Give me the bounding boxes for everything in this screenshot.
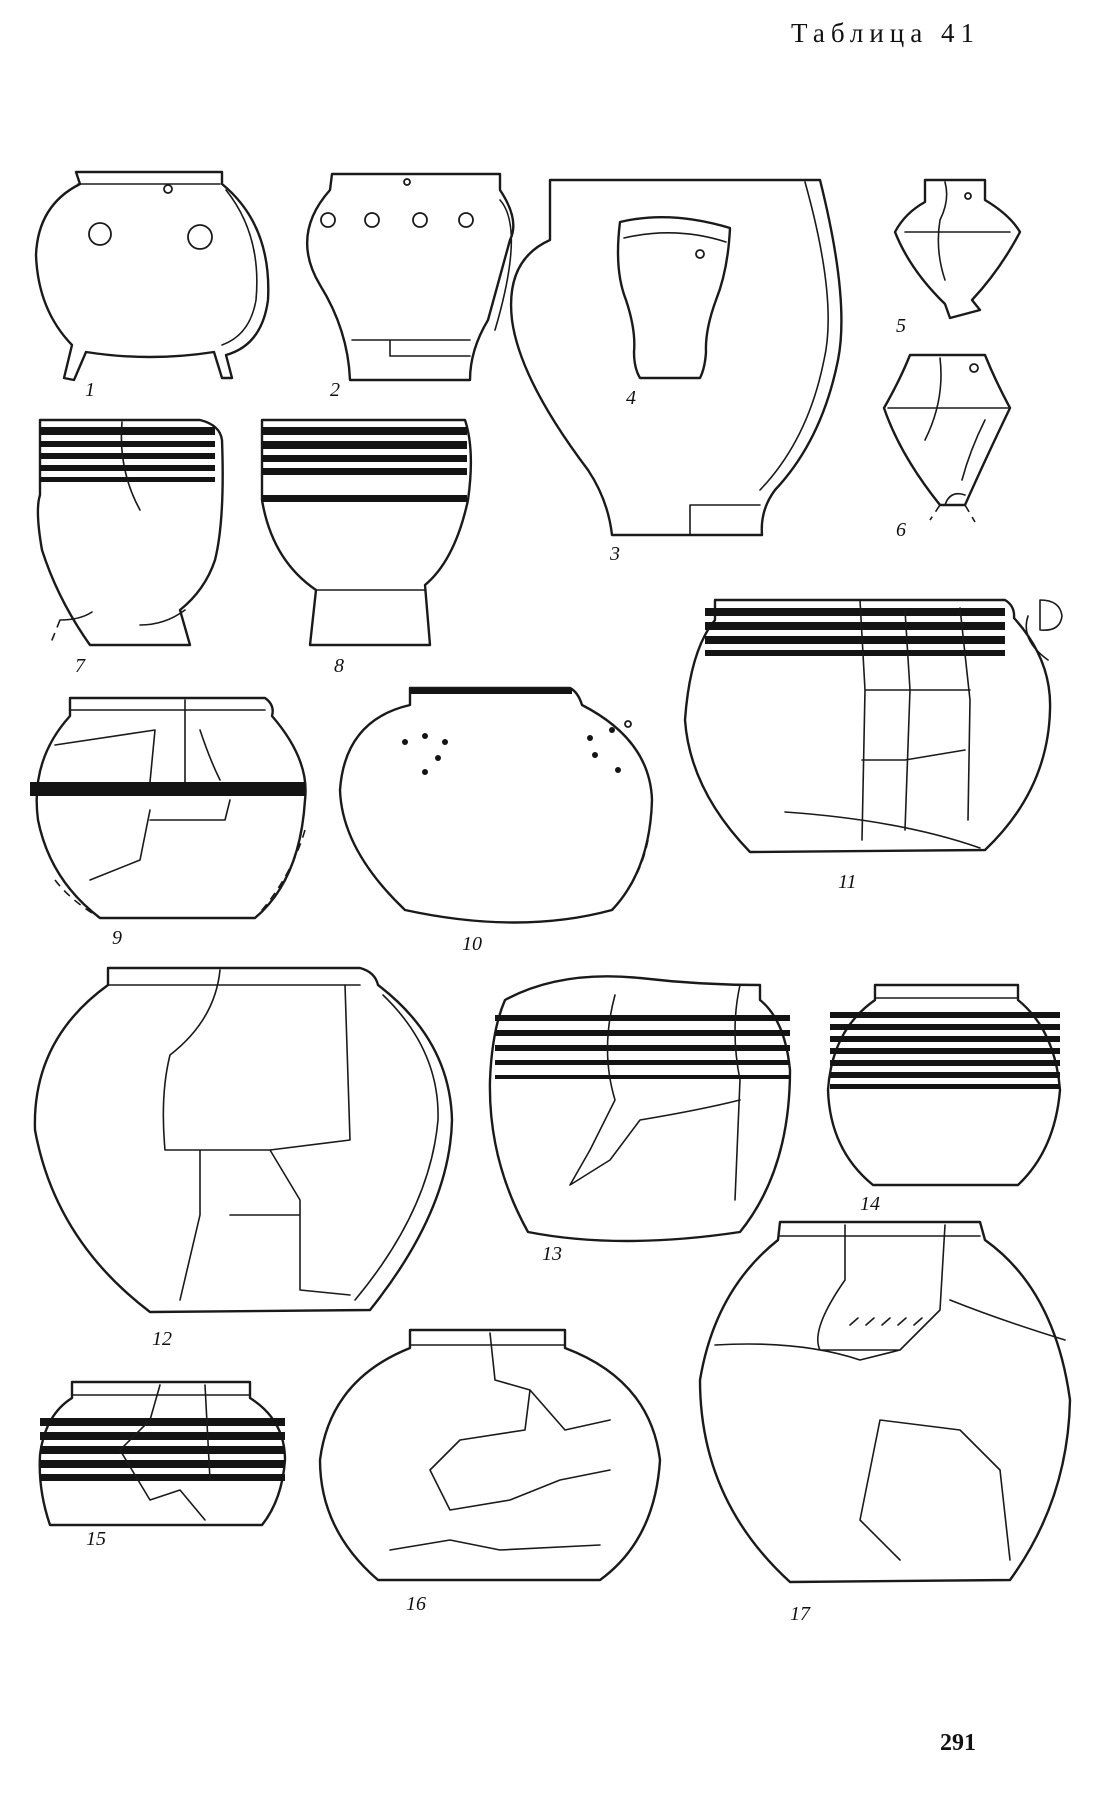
vessel-5-label: 5 (896, 315, 906, 337)
vessel-11-label: 11 (838, 871, 857, 893)
vessel-11-drawing: 11 (683, 598, 1063, 893)
vessel-6-drawing: 6 (882, 353, 1012, 541)
vessel-10-label: 10 (462, 933, 482, 955)
vessel-3-drawing: 3 (509, 178, 843, 565)
vessel-16-label: 16 (406, 1593, 426, 1615)
page-number: 291 (940, 1730, 976, 1756)
vessel-12-drawing: 12 (33, 966, 454, 1350)
vessel-1-label: 1 (85, 379, 95, 401)
vessel-13-drawing: 13 (488, 975, 792, 1265)
vessel-9-label: 9 (112, 927, 122, 949)
vessel-14-drawing: 14 (826, 983, 1062, 1215)
vessel-9-drawing: 9 (30, 696, 307, 949)
vessel-15-drawing: 15 (38, 1380, 287, 1550)
vessel-14-label: 14 (860, 1193, 880, 1215)
vessel-16-drawing: 16 (318, 1328, 662, 1615)
vessel-5-drawing: 5 (893, 178, 1022, 337)
table-title: Таблица 41 (791, 18, 980, 48)
vessel-8-label: 8 (334, 655, 344, 677)
vessel-8-drawing: 8 (260, 418, 473, 677)
vessel-3-label: 3 (609, 543, 620, 565)
vessel-7-drawing: 7 (36, 418, 224, 677)
vessel-17-drawing: 17 (698, 1220, 1072, 1625)
vessel-2-label: 2 (330, 379, 340, 401)
vessel-17-label: 17 (790, 1603, 811, 1625)
vessel-2-drawing: 2 (305, 172, 515, 401)
vessel-12-label: 12 (152, 1328, 172, 1350)
vessel-15-label: 15 (86, 1528, 106, 1550)
vessel-6-label: 6 (896, 519, 906, 541)
vessel-10-drawing: 10 (338, 686, 654, 955)
vessel-4-drawing: 4 (616, 216, 732, 409)
vessel-7-label: 7 (75, 655, 86, 677)
vessel-13-label: 13 (542, 1243, 562, 1265)
vessel-4-label: 4 (626, 387, 636, 409)
vessel-1-drawing: 1 (34, 170, 270, 401)
